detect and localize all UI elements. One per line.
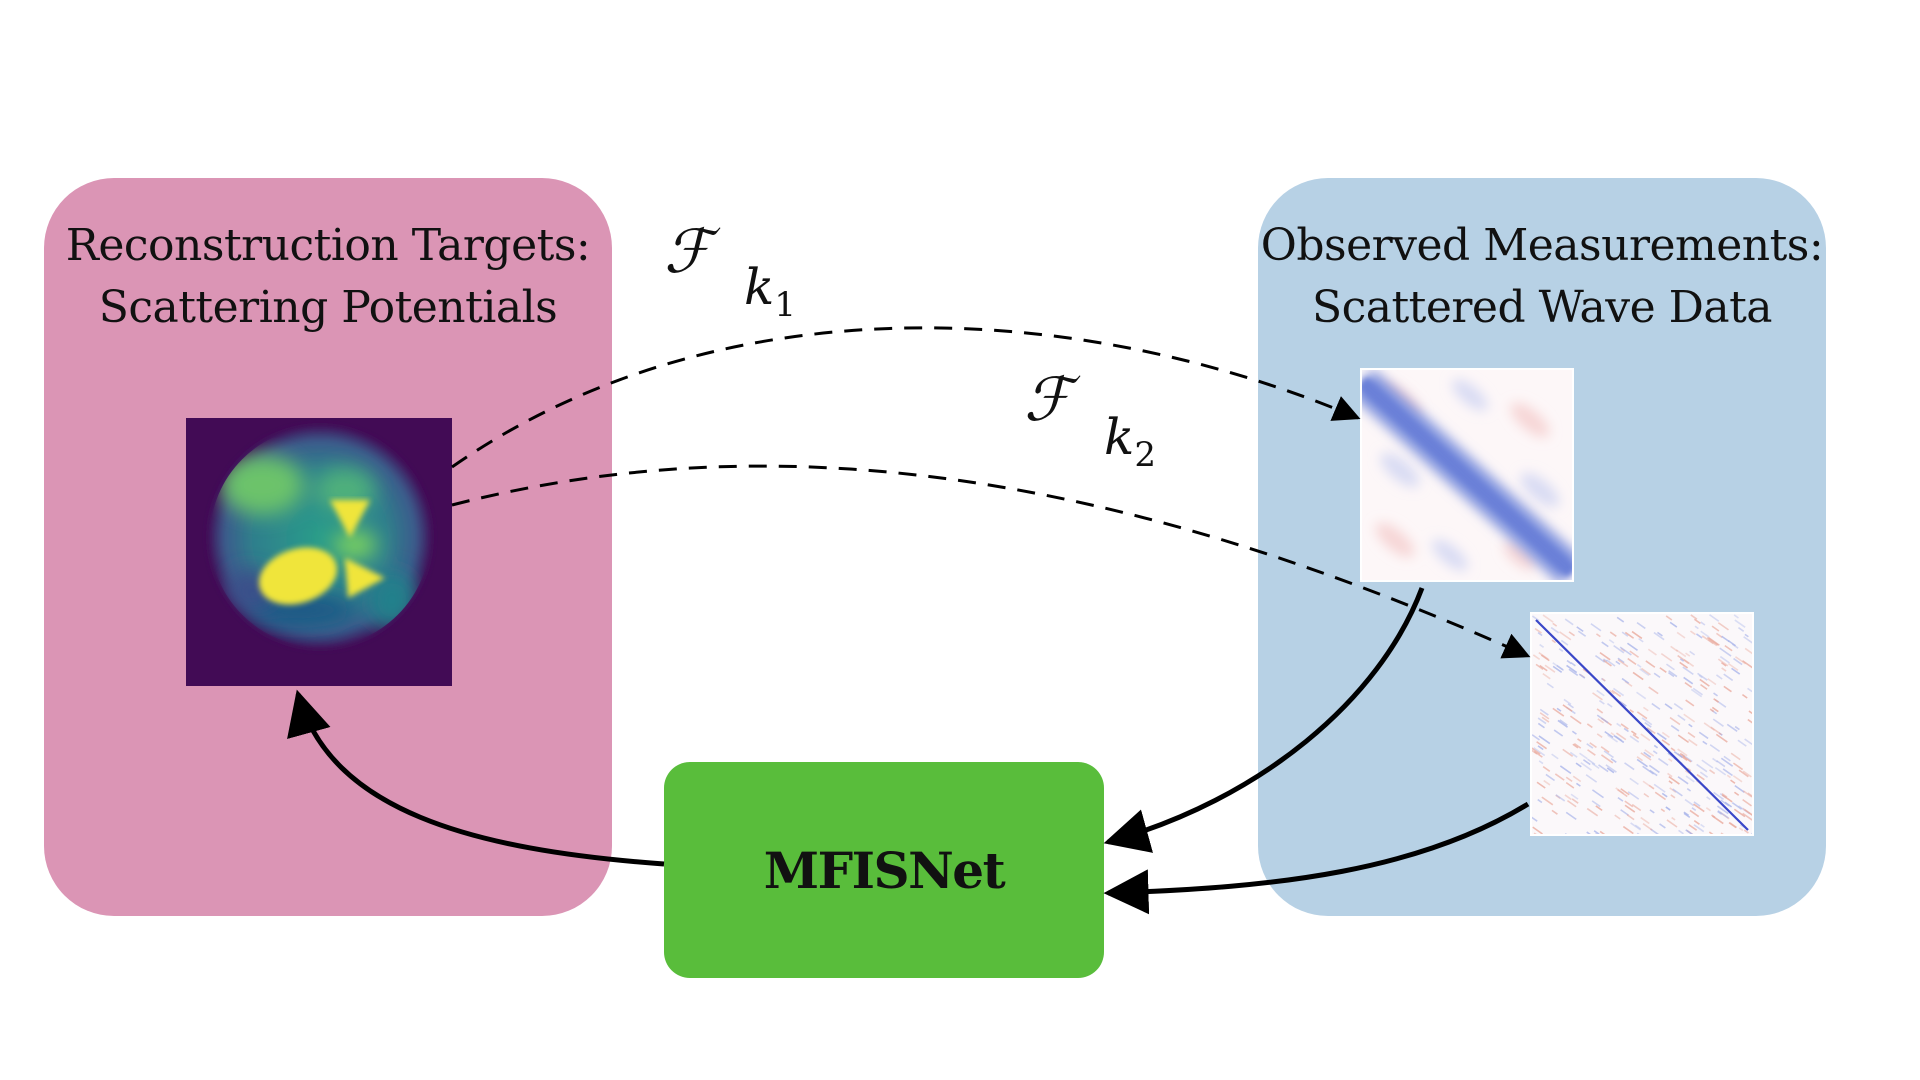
- scattering-potential-image: [186, 418, 452, 686]
- observed-measurements-title: Observed Measurements: Scattered Wave Da…: [1258, 215, 1826, 339]
- arrow-low-freq-to-mfisnet: [1103, 587, 1425, 853]
- forward-operator-arrow-k2: [451, 464, 1531, 659]
- mfisnet-box: MFISNet: [664, 762, 1104, 978]
- forward-operator-label-k2: ℱ: [1024, 370, 1071, 430]
- wavenumber-k1: k: [744, 258, 775, 316]
- reconstruction-targets-title-line1: Reconstruction Targets:: [65, 220, 591, 271]
- wavenumber-index-2: 2: [1134, 435, 1156, 475]
- forward-operator-subscript-k1: k1: [744, 262, 796, 322]
- forward-operator-symbol-k2: ℱ: [1024, 365, 1072, 435]
- reconstruction-targets-title-line2: Scattering Potentials: [98, 282, 558, 333]
- forward-operator-subscript-k2: k2: [1104, 412, 1156, 472]
- forward-operator-symbol-k1: ℱ: [664, 217, 712, 287]
- reconstruction-targets-panel: Reconstruction Targets: Scattering Poten…: [44, 178, 612, 916]
- observed-measurements-title-line1: Observed Measurements:: [1260, 220, 1824, 271]
- observed-measurements-title-line2: Scattered Wave Data: [1311, 282, 1773, 333]
- measurement-noise-pattern: [1532, 614, 1752, 834]
- forward-operator-arrow-k1: [451, 326, 1361, 469]
- reconstruction-targets-title: Reconstruction Targets: Scattering Poten…: [44, 215, 612, 339]
- arrow-mfisnet-to-potential: [287, 689, 665, 867]
- mfisnet-label: MFISNet: [763, 840, 1006, 900]
- wavenumber-k2: k: [1104, 408, 1135, 466]
- scattered-wave-image-high-frequency: [1530, 612, 1754, 836]
- wavenumber-index-1: 1: [774, 285, 796, 325]
- arrow-high-freq-to-mfisnet: [1103, 801, 1530, 915]
- scattered-wave-image-low-frequency: [1360, 368, 1574, 582]
- forward-operator-label-k1: ℱ: [664, 222, 711, 282]
